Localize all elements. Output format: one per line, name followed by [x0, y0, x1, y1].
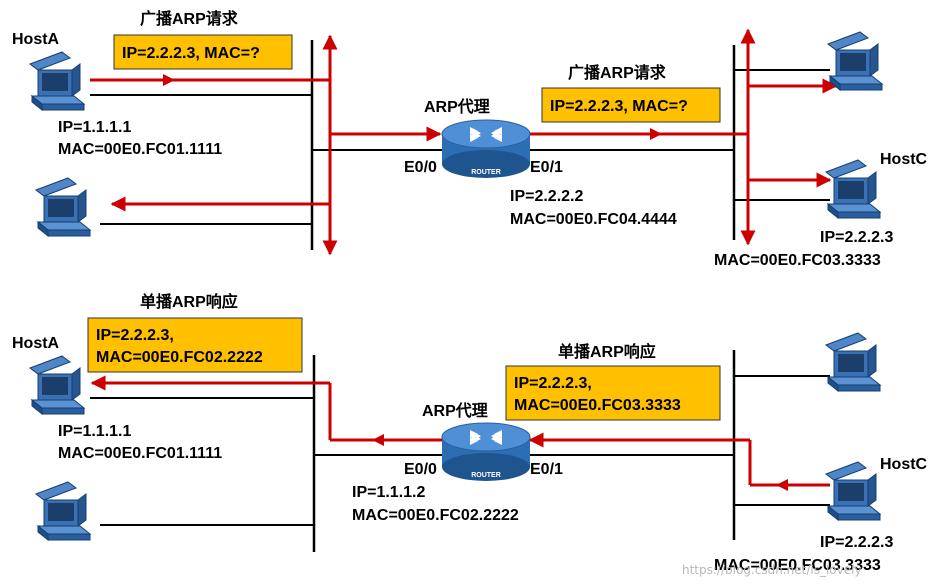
hostA-name: HostA	[12, 31, 60, 48]
iface-left: E0/0	[404, 159, 437, 176]
router-title: ARP代理	[424, 97, 490, 116]
right-reply-line1: IP=2.2.2.3,	[514, 375, 592, 392]
hostC-computer-icon	[825, 461, 881, 521]
left-request-title: 广播ARP请求	[140, 9, 239, 28]
right-reply-callout	[505, 365, 721, 421]
hostC-ip: IP=2.2.2.3	[820, 229, 893, 246]
bottom-section: ROUTER IP=2.2.2.3, MAC=00E0.FC02.2222 IP…	[12, 292, 928, 574]
host-computer-icon	[825, 332, 881, 392]
iface-left: E0/0	[404, 461, 437, 478]
host-computer-icon	[35, 177, 91, 237]
hostC-mac: MAC=00E0.FC03.3333	[714, 557, 881, 574]
router-badge: ROUTER	[471, 169, 501, 176]
hostA-mac: MAC=00E0.FC01.1111	[58, 445, 222, 462]
router-badge: ROUTER	[471, 472, 501, 479]
hostC-name: HostC	[880, 456, 928, 473]
hostA-computer-icon	[29, 355, 85, 415]
watermark: https://blog.csdn.net/is_lovely	[682, 563, 862, 577]
hostC-computer-icon	[825, 159, 881, 219]
left-reply-line1: IP=2.2.2.3,	[96, 327, 174, 344]
right-reply-title: 单播ARP响应	[558, 342, 656, 361]
router-mac: MAC=00E0.FC04.4444	[510, 211, 677, 228]
left-request-callout	[113, 34, 293, 70]
right-reply-line2: MAC=00E0.FC03.3333	[514, 397, 681, 414]
router-ip: IP=2.2.2.2	[510, 188, 583, 205]
router-ip: IP=1.1.1.2	[352, 484, 425, 501]
hostA-ip: IP=1.1.1.1	[58, 423, 131, 440]
left-reply-line2: MAC=00E0.FC02.2222	[96, 349, 263, 366]
right-request-text: IP=2.2.2.3, MAC=?	[550, 98, 688, 115]
right-request-title: 广播ARP请求	[568, 63, 667, 82]
left-request-text: IP=2.2.2.3, MAC=?	[122, 45, 260, 62]
iface-right: E0/1	[530, 461, 563, 478]
right-request-callout	[541, 87, 721, 123]
router-mac: MAC=00E0.FC02.2222	[352, 507, 519, 524]
hostC-mac: MAC=00E0.FC03.3333	[714, 252, 881, 269]
router-title: ARP代理	[422, 401, 488, 420]
host-computer-icon	[35, 481, 91, 541]
hostC-ip: IP=2.2.2.3	[820, 534, 893, 551]
hostC-name: HostC	[880, 151, 928, 168]
hostA-computer-icon	[29, 51, 85, 111]
hostA-mac: MAC=00E0.FC01.1111	[58, 141, 222, 158]
host-computer-icon	[827, 31, 883, 91]
hostA-name: HostA	[12, 335, 60, 352]
left-reply-title: 单播ARP响应	[140, 292, 238, 311]
hostA-ip: IP=1.1.1.1	[58, 119, 131, 136]
top-section: ROUTER IP=2.2.2.3, MAC=? IP=2.2.2.3, MAC…	[12, 9, 928, 269]
left-reply-callout	[87, 317, 303, 373]
iface-right: E0/1	[530, 159, 563, 176]
